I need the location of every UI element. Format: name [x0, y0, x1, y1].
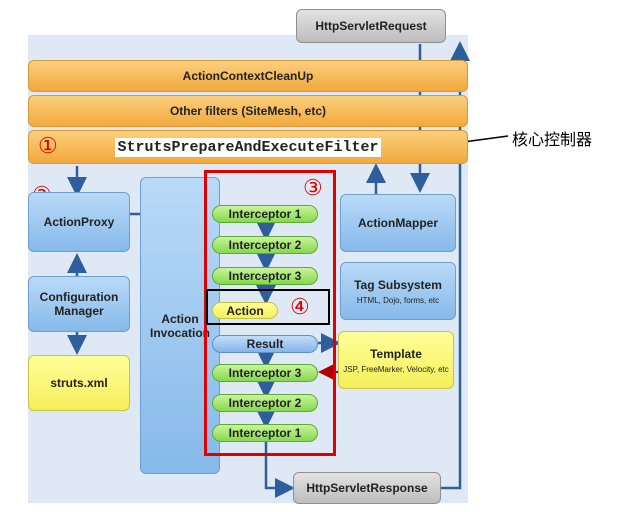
struts-prepare-execute-filter: StrutsPrepareAndExecuteFilter [28, 130, 468, 164]
tag-subsystem-box: Tag Subsystem HTML, Dojo, forms, etc [340, 262, 456, 320]
action-proxy-label: ActionProxy [43, 215, 115, 229]
action-highlight [206, 289, 330, 325]
http-request-box: HttpServletRequest [296, 9, 446, 43]
template-title: Template [370, 346, 422, 361]
interceptor-chain-highlight [204, 170, 336, 456]
interceptor-1-bottom-label: Interceptor 1 [228, 426, 302, 440]
result-label: Result [246, 337, 284, 351]
interceptor-3-top-label: Interceptor 3 [228, 269, 302, 283]
interceptor-2-top: Interceptor 2 [212, 236, 318, 254]
struts-xml-label: struts.xml [50, 376, 108, 390]
interceptor-3-bottom-label: Interceptor 3 [228, 366, 302, 380]
action-label: Action [226, 303, 264, 318]
action-context-cleanup-filter: ActionContextCleanUp [28, 60, 468, 92]
action-proxy-box: ActionProxy [28, 192, 130, 252]
interceptor-1-bottom: Interceptor 1 [212, 424, 318, 442]
config-line1: Configuration [39, 290, 119, 304]
action-mapper-label: ActionMapper [357, 216, 438, 230]
action-element: Action [212, 302, 278, 319]
interceptor-3-top: Interceptor 3 [212, 267, 318, 285]
config-line2: Manager [54, 304, 104, 318]
prepare-filter-label: StrutsPrepareAndExecuteFilter [115, 137, 381, 157]
struts-xml-box: struts.xml [28, 355, 130, 411]
marker-1: ① [38, 133, 58, 158]
marker-4: ④ [290, 294, 310, 319]
cleanup-label: ActionContextCleanUp [182, 69, 314, 83]
configuration-manager-box: Configuration Manager [28, 276, 130, 332]
arrow-response-up [440, 41, 470, 490]
interceptor-2-top-label: Interceptor 2 [228, 238, 302, 252]
core-controller-callout: 核心控制器 [512, 132, 593, 149]
invocation-line1: Action [161, 311, 199, 326]
http-response-box: HttpServletResponse [293, 472, 441, 504]
tag-subsystem-title: Tag Subsystem [354, 277, 442, 292]
template-box: Template JSP, FreeMarker, Velocity, etc [338, 331, 454, 389]
interceptor-2-bottom: Interceptor 2 [212, 394, 318, 412]
result-element: Result [212, 335, 318, 353]
interceptor-3-bottom: Interceptor 3 [212, 364, 318, 382]
interceptor-1-top: Interceptor 1 [212, 205, 318, 223]
other-filters: Other filters (SiteMesh, etc) [28, 95, 468, 127]
interceptor-1-top-label: Interceptor 1 [228, 207, 302, 221]
template-sub: JSP, FreeMarker, Velocity, etc [343, 364, 449, 374]
marker-3: ③ [303, 175, 323, 200]
other-filters-label: Other filters (SiteMesh, etc) [169, 104, 327, 118]
tag-subsystem-sub: HTML, Dojo, forms, etc [356, 295, 440, 305]
arrow-to-response [264, 442, 295, 498]
interceptor-2-bottom-label: Interceptor 2 [228, 396, 302, 410]
action-mapper-box: ActionMapper [340, 194, 456, 252]
http-response-label: HttpServletResponse [306, 481, 428, 495]
invocation-line2: Invocation [149, 325, 210, 340]
http-request-label: HttpServletRequest [315, 19, 427, 33]
